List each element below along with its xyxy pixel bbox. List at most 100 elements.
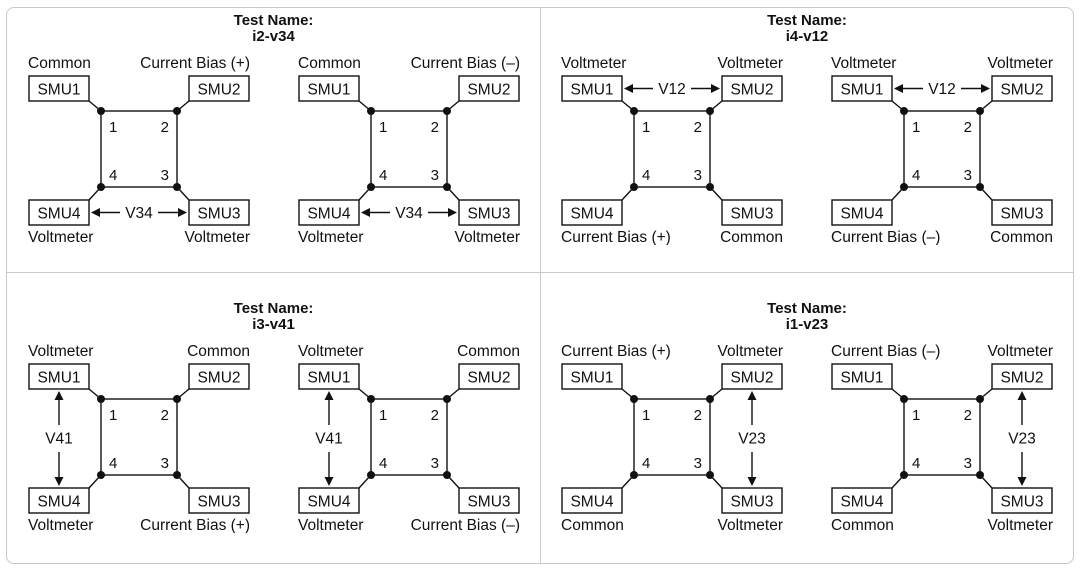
smu-label-top_left: SMU1 <box>570 369 613 386</box>
terminal-dot-bottom_left <box>366 470 375 479</box>
terminal-dot-bottom_left <box>900 183 909 191</box>
smu-label-bottom_left: SMU4 <box>570 206 613 223</box>
terminal-number-bottom_left: 4 <box>642 455 650 472</box>
voltage-label: V12 <box>658 81 686 98</box>
smu-connection-diagram: SMU1Voltmeter1SMU2Voltmeter2SMU4Current … <box>561 55 783 246</box>
smu-box-bottom_right <box>457 487 520 514</box>
smu-label-top_left: SMU1 <box>37 82 80 99</box>
smu-box-top_left <box>297 363 360 390</box>
voltage-label: V23 <box>738 430 766 447</box>
smu-label-bottom_right: SMU3 <box>730 206 773 223</box>
terminal-number-bottom_right: 3 <box>694 455 702 472</box>
test-title-label: Test Name: <box>767 299 847 317</box>
smu-label-top_right: SMU2 <box>1000 369 1043 386</box>
terminal-dot-top_left <box>366 107 375 115</box>
sample-square <box>903 398 981 476</box>
voltage-label: V23 <box>1008 430 1036 447</box>
smu-label-top_right: SMU2 <box>730 369 773 386</box>
role-label-top_left: Voltmeter <box>561 55 626 72</box>
terminal-number-bottom_right: 3 <box>964 455 972 472</box>
smu-box-bottom_right <box>721 487 783 514</box>
role-label-top_left: Voltmeter <box>831 55 896 72</box>
test-title: Test Name: i4-v12 <box>767 13 847 45</box>
sample-square <box>633 398 711 476</box>
terminal-number-bottom_left: 4 <box>379 167 387 184</box>
smu-label-bottom_right: SMU3 <box>467 206 510 223</box>
terminal-number-top_right: 2 <box>694 119 702 136</box>
arrowhead-up-icon <box>324 390 334 400</box>
terminal-dot-bottom_left <box>96 183 105 191</box>
arrowhead-right-icon <box>447 208 457 217</box>
terminal-number-bottom_left: 4 <box>109 455 117 472</box>
terminal-dot-top_left <box>96 394 105 403</box>
terminal-dot-top_left <box>630 107 639 115</box>
terminal-dot-bottom_left <box>900 470 909 479</box>
terminal-dot-top_right <box>706 107 715 115</box>
terminal-dot-bottom_right <box>442 183 451 191</box>
terminal-dot-top_left <box>96 107 105 115</box>
role-label-bottom_left: Current Bias (+) <box>561 229 671 245</box>
test-title-label: Test Name: <box>767 12 847 29</box>
smu-label-top_right: SMU2 <box>467 369 510 386</box>
voltage-label: V41 <box>315 430 343 447</box>
sample-square <box>903 110 981 188</box>
arrowhead-up-icon <box>54 390 64 400</box>
smu-label-bottom_right: SMU3 <box>197 206 240 223</box>
arrowhead-left-icon <box>894 84 904 93</box>
smu-box-bottom_left <box>297 199 360 226</box>
smu-box-top_left <box>831 363 893 390</box>
role-label-bottom_right: Voltmeter <box>454 229 519 245</box>
voltage-label: V41 <box>45 430 73 447</box>
terminal-dot-bottom_left <box>96 470 105 479</box>
test-name: i4-v12 <box>785 28 829 45</box>
smu-box-bottom_right <box>187 487 250 514</box>
test-title-label: Test Name: <box>233 12 314 29</box>
role-label-top_right: Current Bias (+) <box>140 55 250 72</box>
terminal-number-top_right: 2 <box>694 407 702 424</box>
role-label-top_right: Voltmeter <box>988 55 1053 72</box>
terminal-number-bottom_right: 3 <box>160 455 168 472</box>
terminal-number-bottom_right: 3 <box>694 167 702 184</box>
terminal-number-top_left: 1 <box>379 119 387 136</box>
smu-box-bottom_left <box>561 199 623 226</box>
role-label-bottom_left: Voltmeter <box>28 229 93 245</box>
smu-label-top_left: SMU1 <box>570 82 613 99</box>
terminal-number-bottom_left: 4 <box>379 455 387 472</box>
terminal-number-top_right: 2 <box>964 407 972 424</box>
smu-label-bottom_right: SMU3 <box>730 493 773 510</box>
smu-box-top_right <box>721 75 783 102</box>
smu-box-top_right <box>991 363 1053 390</box>
sample-square <box>99 398 178 476</box>
terminal-dot-bottom_left <box>366 183 375 191</box>
voltage-label: V12 <box>928 81 956 98</box>
terminal-dot-bottom_right <box>172 470 181 479</box>
role-label-top_right: Voltmeter <box>718 343 783 360</box>
smu-label-top_left: SMU1 <box>37 369 80 386</box>
terminal-number-bottom_left: 4 <box>109 167 117 184</box>
terminal-dot-bottom_left <box>630 183 639 191</box>
terminal-dot-bottom_right <box>706 470 715 479</box>
arrowhead-right-icon <box>711 84 721 93</box>
role-label-top_left: Voltmeter <box>298 343 363 360</box>
role-label-bottom_right: Common <box>720 229 783 245</box>
terminal-number-bottom_left: 4 <box>912 167 920 184</box>
role-label-top_left: Common <box>28 55 91 72</box>
arrowhead-down-icon <box>54 476 64 486</box>
smu-label-bottom_right: SMU3 <box>197 493 240 510</box>
terminal-dot-top_left <box>900 107 909 115</box>
terminal-number-top_left: 1 <box>912 407 920 424</box>
terminal-number-top_left: 1 <box>912 119 920 136</box>
